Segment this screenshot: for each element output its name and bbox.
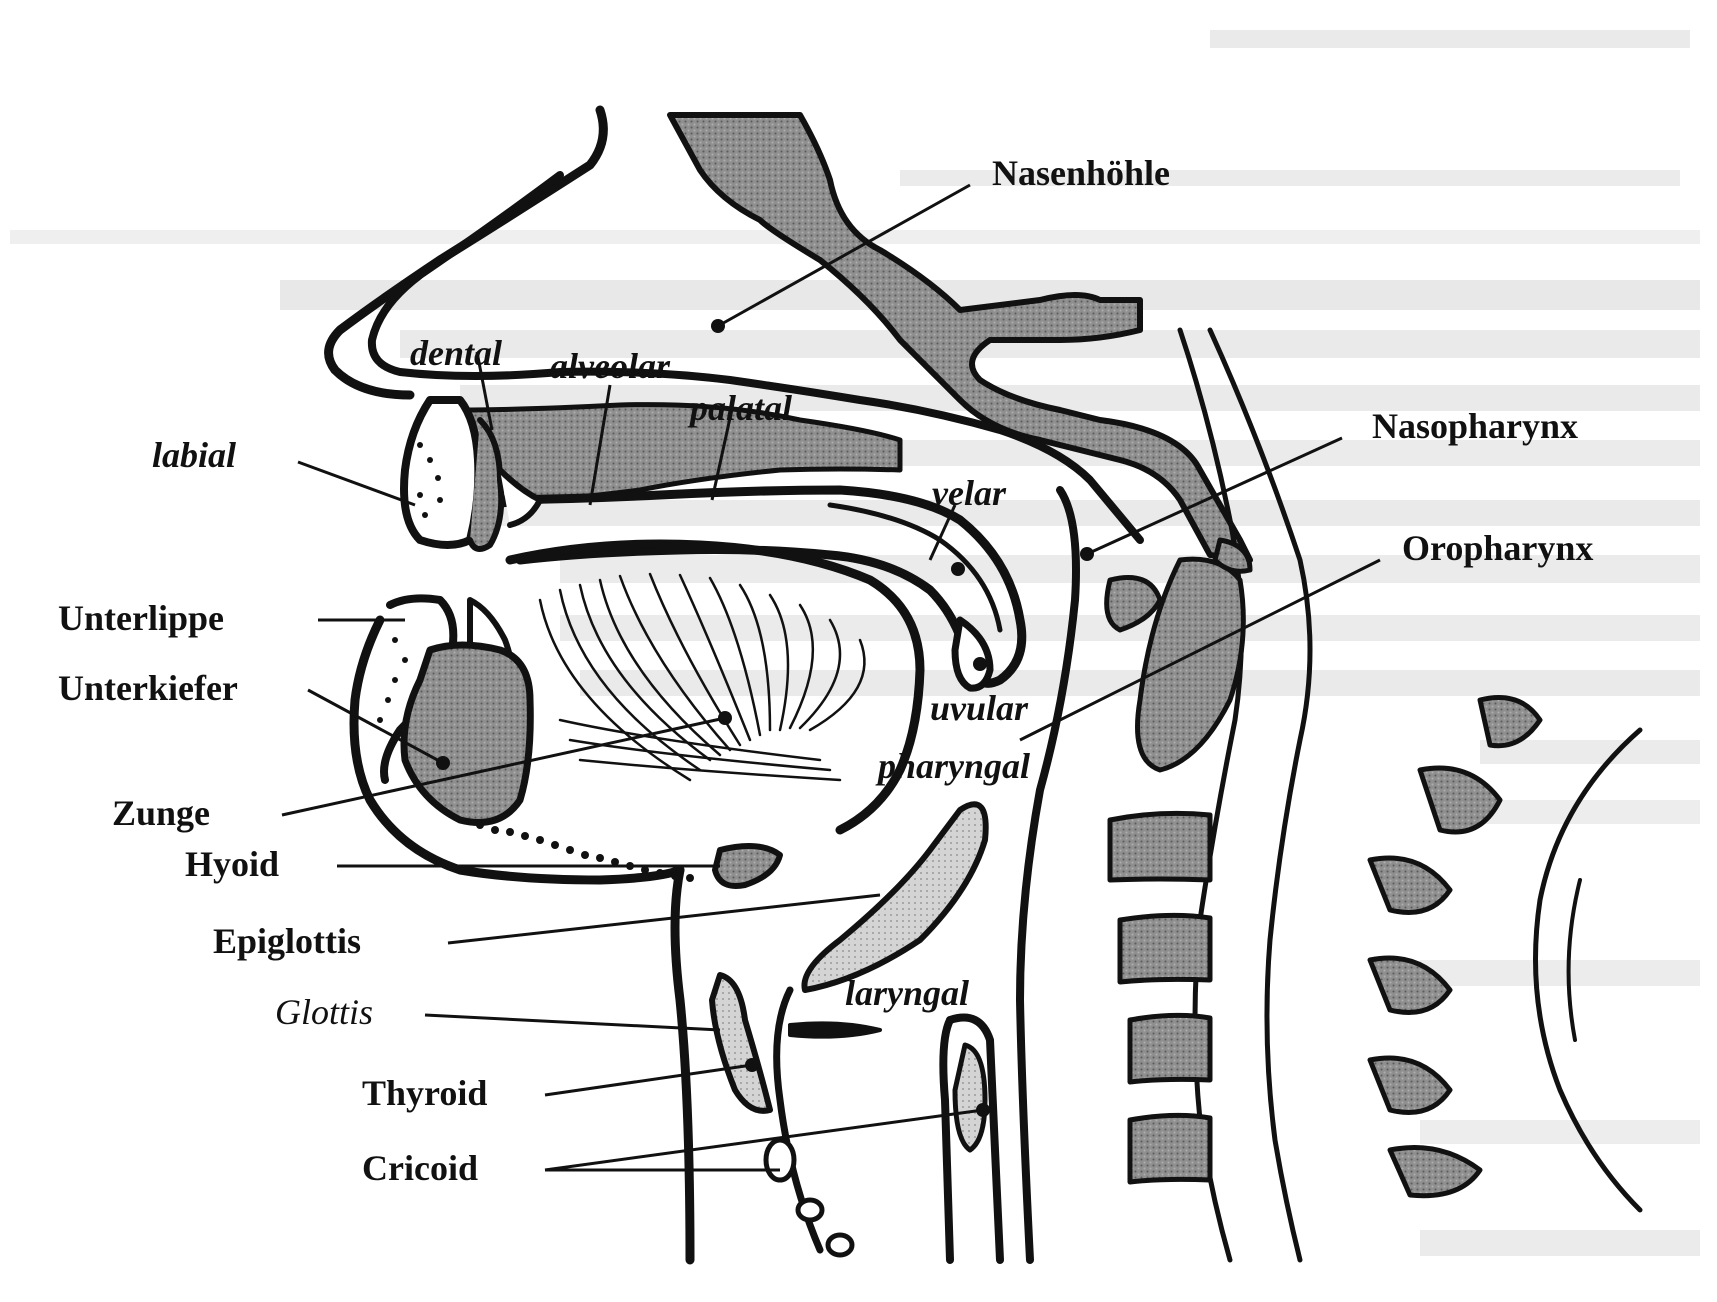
label-oropharynx: Oropharynx — [1402, 528, 1593, 568]
label-unterlippe: Unterlippe — [58, 598, 224, 638]
label-pharyngal: pharyngal — [875, 746, 1030, 786]
label-cricoid: Cricoid — [362, 1148, 478, 1188]
epiglottis — [804, 804, 985, 990]
label-nasopharynx: Nasopharynx — [1372, 406, 1578, 446]
label-zunge: Zunge — [112, 793, 210, 833]
label-unterkiefer: Unterkiefer — [58, 668, 238, 708]
bleed-through-text — [10, 30, 1700, 1256]
label-thyroid: Thyroid — [362, 1073, 487, 1113]
label-glottis: Glottis — [275, 992, 373, 1032]
label-labial: labial — [152, 435, 236, 475]
label-velar: velar — [932, 473, 1007, 513]
neck-front — [675, 870, 690, 1260]
cricoid-ring-2 — [798, 1200, 822, 1220]
label-hyoid: Hyoid — [185, 844, 279, 884]
label-dental: dental — [410, 333, 502, 373]
arytenoid-tube-inner — [943, 1020, 950, 1260]
thyroid-cartilage — [712, 975, 770, 1111]
label-nasenhoehle: Nasenhöhle — [992, 153, 1170, 193]
label-epiglottis: Epiglottis — [213, 921, 361, 961]
label-alveolar: alveolar — [550, 346, 671, 386]
label-palatal: palatal — [687, 388, 792, 428]
pharynx-front — [1020, 490, 1076, 1260]
hyoid-bone — [715, 846, 780, 886]
upper-lip — [404, 400, 478, 545]
glottis-slit — [790, 1023, 880, 1036]
cricoid-ring-1 — [766, 1140, 794, 1180]
pharynx-back-2 — [1210, 330, 1310, 1260]
cricoid-ring-3 — [828, 1235, 852, 1255]
mandible — [404, 645, 530, 823]
cricoid-cartilage — [955, 1045, 985, 1150]
label-uvular: uvular — [930, 688, 1029, 728]
label-laryngal: laryngal — [845, 973, 969, 1013]
